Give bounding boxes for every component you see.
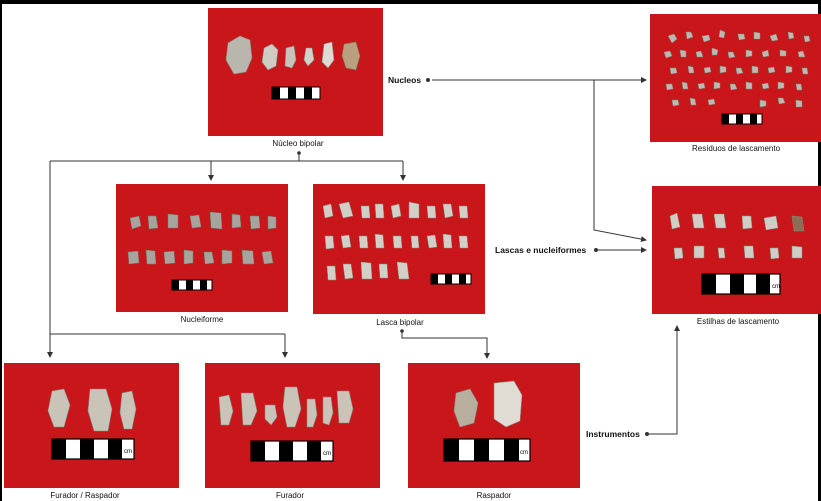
svg-text:cm: cm: [323, 451, 331, 457]
caption-furador: Furador: [250, 491, 330, 500]
photo-nucleiforme: [116, 184, 288, 312]
connector-lasca-to-raspador: [402, 330, 487, 358]
svg-text:cm: cm: [124, 449, 132, 455]
caption-nucleiforme: Nucleiforme: [152, 315, 252, 324]
caption-furador-raspador: Furador / Raspador: [30, 491, 140, 500]
photo-furador: cm: [205, 363, 380, 488]
photo-residuos-lascamento: [650, 14, 821, 142]
photo-nucleo-bipolar: [208, 8, 383, 136]
photo-lasca-bipolar: [313, 184, 485, 314]
connector-nucleos-branch: [594, 80, 646, 240]
svg-text:cm: cm: [520, 450, 528, 456]
caption-raspador: Raspador: [454, 491, 534, 500]
caption-lasca-bipolar: Lasca bipolar: [350, 318, 450, 327]
caption-nucleo-bipolar: Núcleo bipolar: [258, 139, 338, 148]
photo-estilhas-lascamento: cm: [652, 186, 821, 314]
caption-residuos-lascamento: Resíduos de lascamento: [676, 144, 796, 153]
label-lascas-nucleiformes: Lascas e nucleiformes: [495, 245, 586, 255]
caption-estilhas-lascamento: Estilhas de lascamento: [678, 317, 798, 326]
svg-text:cm: cm: [772, 284, 780, 290]
photo-raspador: cm: [408, 363, 580, 488]
label-nucleos: Nucleos: [388, 75, 421, 85]
photo-furador-raspador: cm: [4, 363, 179, 488]
label-instrumentos: Instrumentos: [586, 429, 640, 439]
connector-instrumentos: [649, 326, 677, 434]
